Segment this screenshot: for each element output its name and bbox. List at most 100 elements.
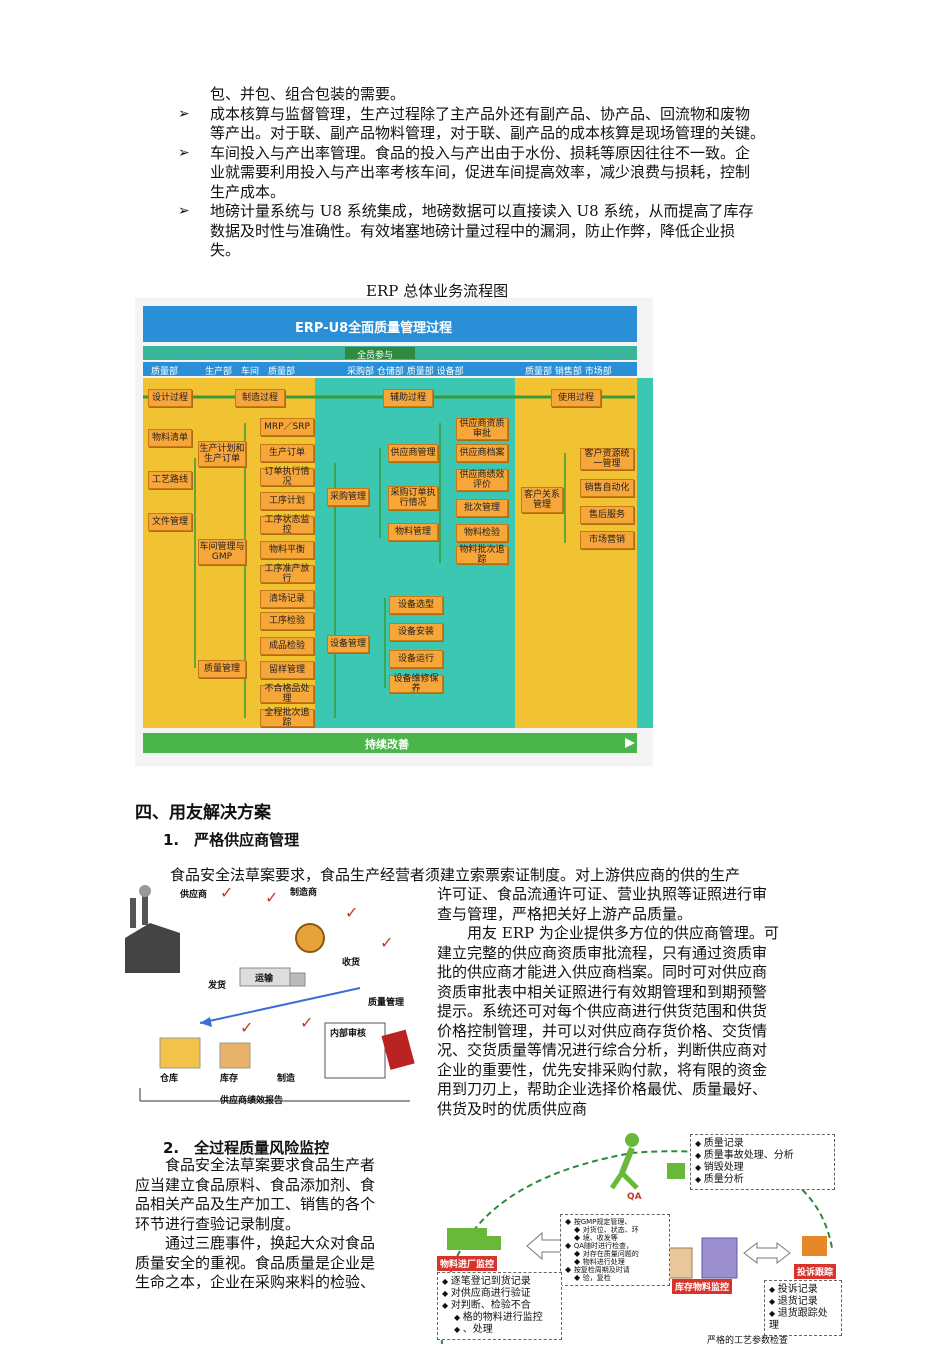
erp-mfg-item-13: 全程批次追踪 [260,708,314,728]
erp-bom: 物料清单 [148,429,192,447]
erp-mfg-item-5: 工序状态监控 [260,515,314,535]
fig-quality: 质量管理 [368,998,405,1008]
incoming-item: 格的物料进行监控 [442,1312,557,1324]
para1-line: 资质审批表中相关证照进行有效期管理和到期预警 [437,982,768,1001]
complaint-item: 退货记录 [769,1296,837,1308]
para2-line: 质量安全的重视。食品质量是企业是 [135,1253,376,1272]
erp-diagram-background [143,306,653,753]
erp-mfg-item-9: 工序检验 [260,612,314,630]
erp-mfg-item-11: 留样管理 [260,661,314,679]
fig-transport: 运输 [255,974,274,984]
check-icon: ✓ [265,888,279,907]
erp-dept-2: 生产部 车间 质量部 [205,367,296,377]
incoming-label: 物料进厂监控 [437,1256,498,1271]
figure-caption: ERP 总体业务流程图 [366,282,509,300]
erp-stage-use: 使用过程 [551,389,601,407]
qa-item: 销毁处理 [695,1162,830,1174]
para1-line: 供货及时的优质供应商 [437,1099,588,1118]
para2-line: 应当建立食品原料、食品添加剂、食 [135,1175,376,1194]
para2-line: 生命之本，企业在采购来料的检验、 [135,1273,376,1291]
erp-stage-mfg: 制造过程 [235,389,285,407]
erp-docs: 文件管理 [148,513,192,531]
subsection-heading-2: 2. 全过程质量风险监控 [163,1139,330,1157]
fig-make: 制造 [277,1074,296,1084]
para1-line: 查与管理，严格把关好上游产品质量。 [437,904,693,923]
erp-aux-mid-1: 供应商管理 [388,444,438,462]
para1-line: 用到刀刃上，帮助企业选择价格最优、质量最好、 [437,1080,768,1098]
qa-item: 质量记录 [695,1138,830,1150]
erp-aux-item-1: 供应商资质审批 [456,418,508,440]
para1-line: 企业的重要性，优先安排采购付款，将有限的资金 [437,1060,768,1079]
qa-item: 质量分析 [695,1174,830,1186]
erp-equip-item-3: 设备运行 [389,650,443,668]
qa-mid-line: 验，复检 [565,1274,665,1282]
erp-use-item-1: 客户资源统一管理 [580,448,634,470]
erp-aux-item-5: 物料检验 [456,524,508,542]
incoming-item: 逐笔登记到货记录 [442,1276,557,1288]
fig-ship: 发货 [208,981,227,991]
erp-mfg-group-1: 生产计划和生产订单 [198,441,246,467]
bullet-marker-icon: ➢ [178,144,190,161]
erp-dept-4: 质量部 销售部 市场部 [525,367,612,377]
fig-warehouse: 仓库 [160,1074,179,1084]
erp-mfg-item-6: 物料平衡 [260,541,314,559]
check-icon: ✓ [240,1018,254,1037]
erp-aux-item-3: 供应商绩效评价 [456,469,508,491]
incoming-item: 、处理 [442,1324,557,1336]
erp-equip-item-2: 设备安装 [389,623,443,641]
para1-line: 用友 ERP 为企业提供多方位的供应商管理。可 [437,924,779,942]
fig-audit: 内部审核 [330,1029,367,1039]
qa-mid-line: 物料进行处理 [565,1258,665,1266]
erp-dept-3: 采购部 仓储部 质量部 设备部 [347,367,464,377]
incoming-list: 逐笔登记到货记录 对供应商进行验证 对判断、检验不合 格的物料进行监控 、处理 [437,1272,562,1340]
stock-label: 库存物料监控 [672,1279,733,1294]
qa-mid-line: QA随时进行检查， [565,1242,665,1250]
erp-routing: 工艺路线 [148,471,192,489]
qa-mid-line: 对货位、状态、环 [565,1226,665,1234]
erp-mfg-item-1: MRP／SRP [260,418,314,436]
erp-stage-aux: 辅助过程 [383,389,433,407]
erp-aux-item-4: 批次管理 [456,499,508,517]
erp-aux-item-6: 物料批次追踪 [456,545,508,565]
erp-flow-diagram: ERP-U8全面质量管理过程 全员参与 质量部 生产部 车间 质量部 采购部 仓… [135,298,653,766]
para1-line: 许可证、食品流通许可证、营业执照等证照进行审 [437,885,768,903]
bullet-line: 业就需要利用投入与产出率考核车间，促进车间提高效率，减少浪费与损耗，控制 [210,163,751,181]
para1-line: 价格控制管理，并可以对供应商存货价格、交货情 [437,1021,768,1040]
qa-illustration-graphic [440,1133,833,1345]
qa-item: 质量事故处理、分析 [695,1150,830,1162]
erp-mfg-item-12: 不合格品处理 [260,684,314,704]
erp-all-staff: 全员参与 [357,351,394,361]
complaint-label: 投诉跟踪 [794,1264,837,1279]
qa-mid-line: 境、收发等 [565,1234,665,1242]
erp-use-item-4: 市场营销 [580,531,634,549]
erp-design: 设计过程 [148,389,192,407]
bullet-line: 数据及时性与准确性。有效堵塞地磅计量过程中的漏洞，防止作弊，降低企业损 [210,221,736,240]
erp-aux-group-2: 设备管理 [327,635,369,653]
erp-bottom: 持续改善 [365,738,409,751]
check-icon: ✓ [220,883,234,902]
qa-mid-line: 按复检周期及时请 [565,1266,665,1274]
erp-aux-group-1: 采购管理 [327,488,369,506]
erp-equip-item-4: 设备维修保养 [389,674,443,694]
qa-mid-box: 按GMP规定管理、 对货位、状态、环 境、收发等 QA随时进行检查， 对存在质量… [560,1214,670,1286]
erp-dept-1: 质量部 [151,367,179,377]
fig-stock: 库存 [220,1074,239,1084]
fig-manufacturer: 制造商 [290,888,318,898]
complaint-item: 退货跟踪处理 [769,1308,837,1332]
qa-illustration: QA 质量记录 质量事故处理、分析 销毁处理 质量分析 按GMP规定管理、 对货… [432,1128,842,1346]
incoming-item: 对判断、检验不合 [442,1300,557,1312]
para2-line: 食品安全法草案要求食品生产者 [135,1156,376,1174]
bullet-line: 等产出。对于联、副产品物料管理，对于联、副产品的成本核算是现场管理的关键。 [210,124,766,142]
bullet-line: 车间投入与产出率管理。食品的投入与产出由于水份、损耗等原因往往不一致。企 [210,143,751,162]
para1-line: 况、交货质量等情况进行综合分析，判断供应商对 [437,1041,768,1059]
erp-title: ERP-U8全面质量管理过程 [295,321,453,336]
qa-mid-line: 对存在质量问题的 [565,1250,665,1258]
subsection-heading-1: 1. 严格供应商管理 [163,831,300,849]
para2-line: 环节进行查验记录制度。 [135,1214,301,1233]
qa-mid-line: 按GMP规定管理、 [565,1218,665,1226]
erp-mfg-item-3: 订单执行情况 [260,467,314,487]
incoming-item: 对供应商进行验证 [442,1288,557,1300]
complaint-item: 投诉记录 [769,1284,837,1296]
erp-use-item-3: 售后服务 [580,506,634,524]
para1-first-line: 食品安全法草案要求，食品生产经营者须建立索票索证制度。对上游供应商的供的生产 [170,866,741,884]
